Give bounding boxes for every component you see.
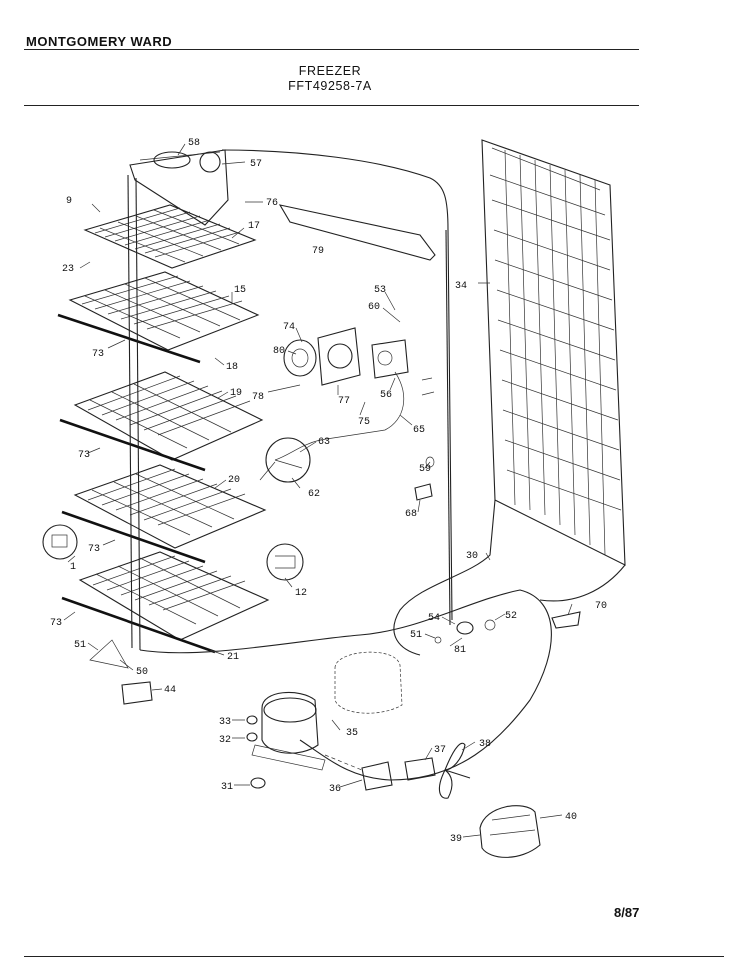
condenser-fan-motor xyxy=(404,742,471,799)
wire-shelf-20 xyxy=(61,464,267,564)
compressor xyxy=(251,691,326,771)
callout: 57 xyxy=(250,159,262,170)
clip-62 xyxy=(265,437,311,483)
revision-date: 8/87 xyxy=(614,905,640,920)
diagram-title: FREEZER xyxy=(298,64,362,78)
callout: 30 xyxy=(466,551,478,562)
title-block: FREEZER FFT49258-7A xyxy=(0,64,660,94)
callout: 18 xyxy=(226,362,238,373)
callout: 20 xyxy=(228,475,240,486)
callout: 21 xyxy=(227,652,239,663)
clip-12 xyxy=(266,543,304,581)
grommets-31-33 xyxy=(246,715,266,789)
callout: 63 xyxy=(318,437,330,448)
callout: 78 xyxy=(252,392,264,403)
callout: 39 xyxy=(450,834,462,845)
wire-shelf-21 xyxy=(61,551,270,654)
callout: 70 xyxy=(595,601,607,612)
callout: 15 xyxy=(234,285,246,296)
model-number: FFT49258-7A xyxy=(288,79,372,93)
refrigerant-line xyxy=(221,149,453,621)
callout: 31 xyxy=(221,782,233,793)
evaporator-tray xyxy=(129,149,229,226)
bracket-70 xyxy=(551,611,581,629)
title-rule xyxy=(24,105,639,106)
callout: 76 xyxy=(266,198,278,209)
callout: 38 xyxy=(479,739,491,750)
thermostat-1 xyxy=(42,524,78,560)
callout: 80 xyxy=(273,346,285,357)
callout: 74 xyxy=(283,322,295,333)
callout: 35 xyxy=(346,728,358,739)
callout: 62 xyxy=(308,489,320,500)
drain-pan-39 xyxy=(479,805,541,858)
callout: 58 xyxy=(188,138,200,149)
callout: 34 xyxy=(455,281,467,292)
callout: 79 xyxy=(312,246,324,257)
callout: 9 xyxy=(66,196,72,207)
air-duct-76 xyxy=(278,204,436,261)
wire-shelf-17 xyxy=(83,204,257,269)
header-rule xyxy=(24,49,639,50)
fan-assembly xyxy=(283,327,409,386)
callout: 51 xyxy=(74,640,86,651)
callout: 32 xyxy=(219,735,231,746)
wire-shelf-19 xyxy=(59,371,264,472)
callout: 51 xyxy=(410,630,422,641)
callout: 36 xyxy=(329,784,341,795)
callout: 37 xyxy=(434,745,446,756)
callout: 60 xyxy=(368,302,380,313)
callout: 17 xyxy=(248,221,260,232)
callout: 54 xyxy=(428,613,440,624)
drier-54 xyxy=(434,619,496,644)
callout: 19 xyxy=(230,388,242,399)
small-parts-59-68 xyxy=(414,377,435,501)
callout: 44 xyxy=(164,685,176,696)
callout: 65 xyxy=(413,425,425,436)
callout: 52 xyxy=(505,611,517,622)
condenser-coil-34 xyxy=(481,139,626,566)
footer-rule xyxy=(24,956,724,957)
callout: 50 xyxy=(136,667,148,678)
junction-box-44 xyxy=(121,681,153,705)
callout: 75 xyxy=(358,417,370,428)
callout: 73 xyxy=(50,618,62,629)
callout: 73 xyxy=(88,544,100,555)
callout-labels: 58 57 9 76 17 79 23 15 53 60 34 74 80 73… xyxy=(50,138,607,845)
callout: 33 xyxy=(219,717,231,728)
leader-lines xyxy=(63,143,573,838)
cord-50 xyxy=(89,639,129,669)
callout: 12 xyxy=(295,588,307,599)
callout: 53 xyxy=(374,285,386,296)
callout: 81 xyxy=(454,645,466,656)
callout: 73 xyxy=(78,450,90,461)
callout: 73 xyxy=(92,349,104,360)
callout: 56 xyxy=(380,390,392,401)
callout: 59 xyxy=(419,464,431,475)
callout: 1 xyxy=(70,562,76,573)
callout: 40 xyxy=(565,812,577,823)
callout: 68 xyxy=(405,509,417,520)
brand-name: MONTGOMERY WARD xyxy=(26,34,173,49)
callout: 77 xyxy=(338,396,350,407)
relay-36 xyxy=(361,761,393,791)
wire-shelf-15 xyxy=(57,271,260,364)
callout: 23 xyxy=(62,264,74,275)
compressor-outline-35 xyxy=(334,651,403,714)
